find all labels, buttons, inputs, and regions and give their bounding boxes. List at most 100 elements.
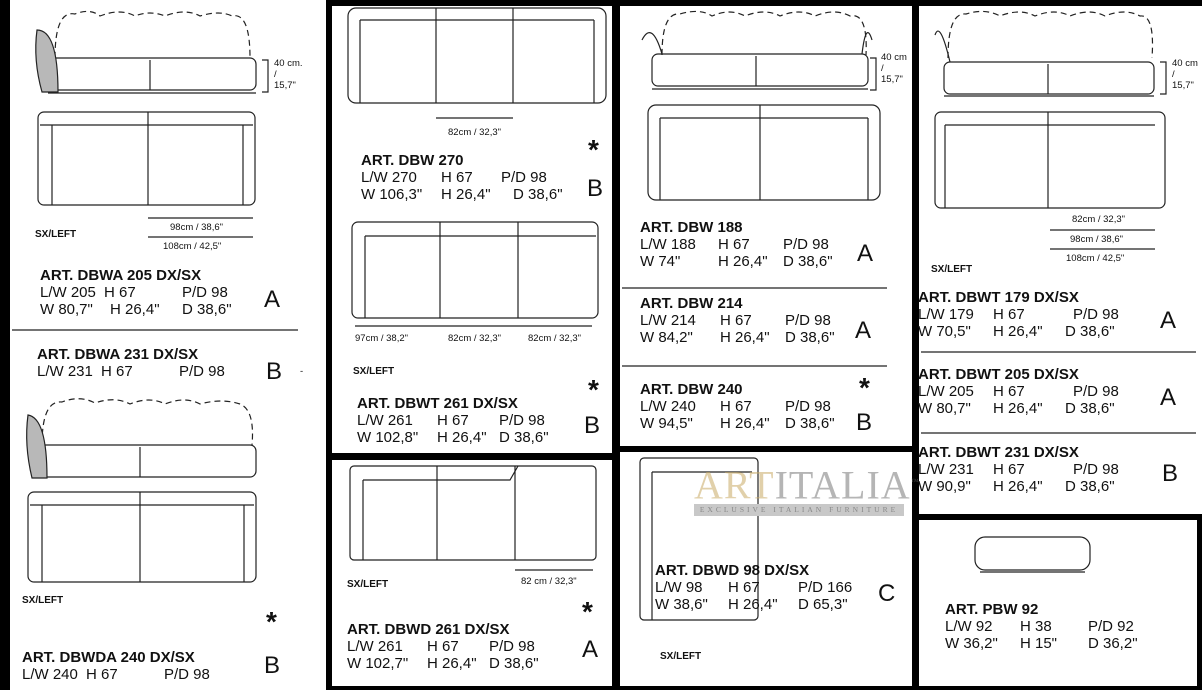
dimension-label: 98cm / 38,6": [170, 222, 224, 233]
spec-w-in: W 80,7": [918, 400, 971, 417]
panel-col3-bottom: [620, 452, 912, 686]
logo-wordmark: ARTITALIA™: [694, 460, 920, 507]
dimension-label: 97cm / 38,2": [355, 333, 409, 344]
spec-w-in: W 70,5": [918, 323, 971, 340]
spec-h: H 67: [86, 666, 118, 683]
dimension-label: 82cm / 32,3": [448, 127, 502, 138]
sofa-top-view: [27, 491, 257, 583]
dim-text: /: [1172, 69, 1175, 80]
spec-d-in: D 38,6": [783, 253, 833, 270]
spec-h: H 67: [104, 284, 136, 301]
spec-lw: L/W 240: [640, 398, 696, 415]
sx-left-label: SX/LEFT: [660, 651, 702, 662]
spec-pd: P/D 98: [785, 398, 831, 415]
product-title: ART. DBWT 179 DX/SX: [918, 289, 1079, 306]
grade-letter: A: [1160, 307, 1177, 334]
product-title: ART. DBWT 261 DX/SX: [357, 395, 518, 412]
spec-h: H 67: [101, 363, 133, 380]
spec-d-in: D 38,6": [513, 186, 563, 203]
spec-w-in: W 80,7": [40, 301, 93, 318]
spec-d-in: D 38,6": [1065, 400, 1115, 417]
sx-left-label: SX/LEFT: [931, 264, 973, 275]
dim-text: 15,7": [1172, 80, 1194, 91]
sofa-top-view: [347, 7, 607, 104]
spec-h: H 67: [728, 579, 760, 596]
panel-col1: [10, 0, 326, 690]
sofa-top-view: [351, 221, 599, 319]
grade-letter: B: [587, 175, 604, 202]
height-dimension: 40 cm./15,7": [274, 58, 303, 91]
spec-pd: P/D 166: [798, 579, 853, 596]
spec-w-in: W 102,7": [347, 655, 409, 672]
spec-w-in: W 102,8": [357, 429, 419, 446]
sofa-top-view: [934, 111, 1166, 209]
dim-text: 40 cm: [1172, 58, 1198, 69]
asterisk-mark: *: [588, 374, 599, 405]
logo-tagline: EXCLUSIVE ITALIAN FURNITURE: [694, 504, 904, 516]
sofa-front-view: [641, 10, 873, 90]
spec-h-in: H 26,4": [720, 329, 770, 346]
product-title: ART. DBWD 261 DX/SX: [347, 621, 510, 638]
grade-letter: A: [264, 286, 281, 313]
dimension-label: 82 cm / 32,3": [521, 576, 577, 587]
spec-lw: L/W 270: [361, 169, 417, 186]
spec-h-in: H 26,4": [427, 655, 477, 672]
dim-text: 15,7": [274, 80, 296, 91]
spec-w-in: W 38,6": [655, 596, 708, 613]
height-bracket: [262, 59, 269, 93]
spec-pd: P/D 98: [489, 638, 535, 655]
spec-lw: L/W 205: [40, 284, 96, 301]
sofa-top-view: [647, 104, 881, 201]
spec-h: H 67: [720, 398, 752, 415]
spec-pd: P/D 98: [785, 312, 831, 329]
spec-pd: P/D 92: [1088, 618, 1134, 635]
spec-pd: P/D 98: [1073, 306, 1119, 323]
spec-lw: L/W 231: [37, 363, 93, 380]
spec-h-in: H 26,4": [437, 429, 487, 446]
spec-lw: L/W 205: [918, 383, 974, 400]
spec-d-in: D 38,6": [785, 329, 835, 346]
dim-text: /: [881, 63, 884, 74]
sx-left-label: SX/LEFT: [347, 579, 389, 590]
grade-letter: B: [264, 652, 281, 679]
product-title: ART. DBWT 231 DX/SX: [918, 444, 1079, 461]
spec-w-in: W 106,3": [361, 186, 423, 203]
spec-h: H 67: [993, 383, 1025, 400]
grade-letter: B: [266, 358, 283, 385]
spec-pd: P/D 98: [501, 169, 547, 186]
pouf-front-view: [974, 536, 1091, 573]
panel-col3-top: [620, 6, 912, 446]
spec-h: H 67: [718, 236, 750, 253]
spec-h: H 67: [720, 312, 752, 329]
spec-w-in: W 94,5": [640, 415, 693, 432]
sx-left-label: SX/LEFT: [353, 366, 395, 377]
logo-tm: ™: [910, 477, 920, 486]
spec-pd: P/D 98: [179, 363, 225, 380]
dim-text: 15,7": [881, 74, 903, 85]
artitalia-watermark-logo: ARTITALIA™ EXCLUSIVE ITALIAN FURNITURE: [694, 460, 919, 516]
spec-h: H 67: [993, 306, 1025, 323]
spec-h-in: H 26,4": [993, 478, 1043, 495]
spec-h: H 67: [437, 412, 469, 429]
grade-letter: A: [857, 240, 874, 267]
grade-letter: B: [856, 409, 873, 436]
panel-col4-bottom: [919, 520, 1197, 686]
spec-d-in: D 38,6": [499, 429, 549, 446]
grade-letter: C: [878, 580, 896, 607]
asterisk-mark: *: [582, 596, 593, 627]
product-title: ART. DBW 214: [640, 295, 743, 312]
spec-d-in: D 38,6": [1065, 478, 1115, 495]
grade-letter: B: [584, 412, 601, 439]
sofa-front-view: [35, 10, 257, 94]
dimension-label: 98cm / 38,6": [1070, 234, 1124, 245]
spec-lw: L/W 98: [655, 579, 703, 596]
product-title: ART. PBW 92: [945, 601, 1039, 618]
product-title: ART. DBWA 231 DX/SX: [37, 346, 199, 363]
